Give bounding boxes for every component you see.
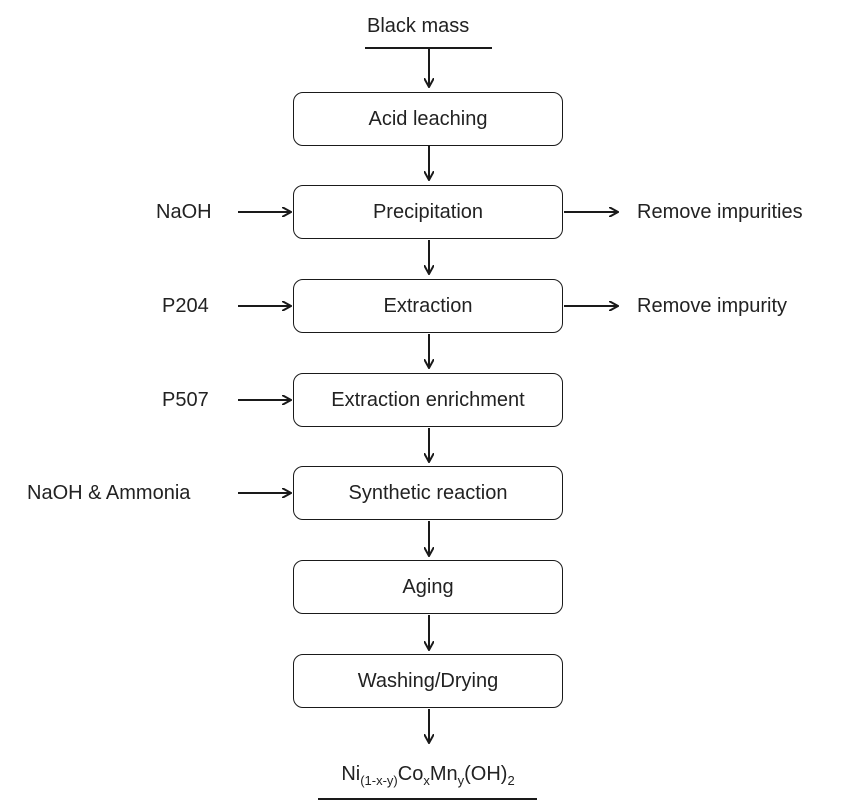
product-formula: Ni(1-x-y)CoxMny(OH)2 (318, 762, 538, 793)
reagent-p204: P204 (162, 295, 209, 317)
product-co-sub: x (423, 773, 430, 788)
product-oh: (OH) (464, 763, 508, 785)
step-extraction-enrichment: Extraction enrichment (293, 373, 563, 427)
input-label: Black mass (367, 15, 470, 37)
reagent-naoh: NaOH (156, 201, 212, 223)
step-extraction: Extraction (293, 279, 563, 333)
output-remove-impurity: Remove impurity (637, 295, 788, 317)
step-synthetic-reaction: Synthetic reaction (293, 466, 563, 520)
product-co: Co (397, 763, 424, 785)
product-mn: Mn (429, 763, 458, 785)
product-oh-sub: 2 (507, 773, 515, 788)
product-mn-sub: y (457, 773, 465, 788)
step-acid-leaching: Acid leaching (293, 92, 563, 146)
product-ni-sub: (1-x-y) (360, 773, 398, 788)
reagent-naoh-ammonia: NaOH & Ammonia (27, 482, 191, 504)
product-ni: Ni (341, 763, 361, 785)
step-precipitation: Precipitation (293, 185, 563, 239)
step-aging: Aging (293, 560, 563, 614)
reagent-p507: P507 (162, 389, 209, 411)
step-washing-drying: Washing/Drying (293, 654, 563, 708)
output-remove-impurities: Remove impurities (637, 201, 803, 223)
